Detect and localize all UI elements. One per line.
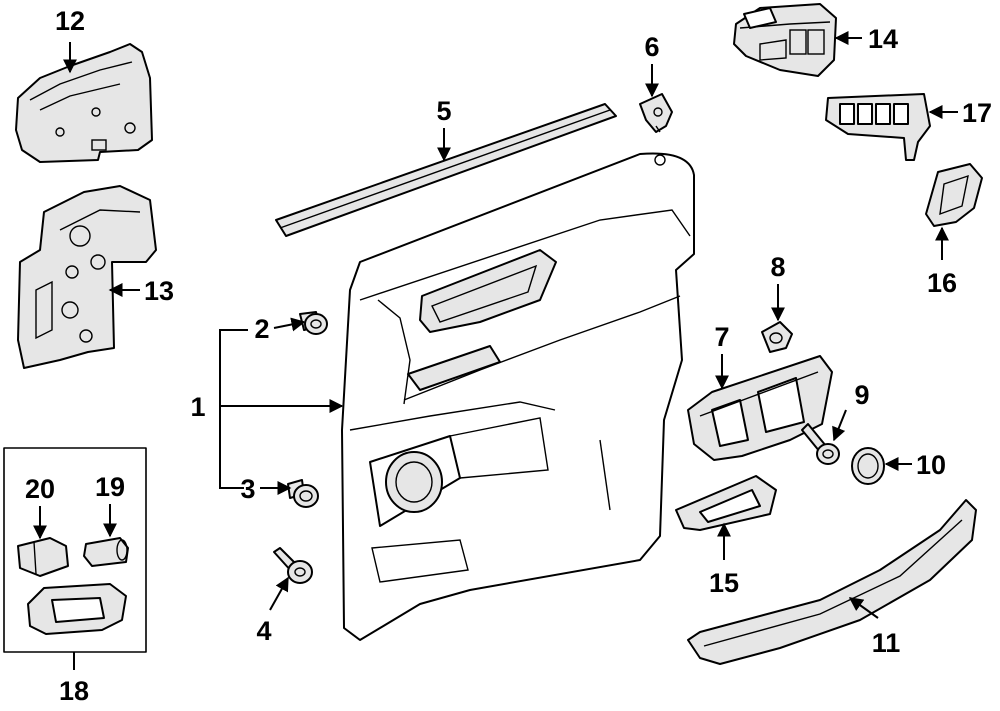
leader-9	[832, 409, 847, 442]
callout-20: 20	[25, 474, 55, 504]
part-8-clip	[761, 321, 793, 353]
callout-7: 7	[714, 322, 729, 352]
callout-1: 1	[190, 392, 205, 422]
callout-17: 17	[962, 98, 992, 128]
leader-lines	[33, 31, 958, 670]
callout-10: 10	[916, 450, 946, 480]
part-12-lock-bracket	[15, 43, 153, 163]
callout-11: 11	[872, 628, 901, 658]
part-20-connector	[17, 537, 69, 577]
leader-11	[848, 597, 879, 619]
part-10-cap	[851, 447, 885, 485]
leader-4	[269, 576, 289, 611]
part-16-cover	[925, 163, 983, 227]
part-18-lamp-housing	[27, 583, 127, 635]
callout-14: 14	[868, 24, 898, 54]
part-13-lock-bracket	[17, 185, 157, 369]
part-17-switch-bezel	[825, 93, 931, 161]
callout-12: 12	[55, 6, 85, 36]
part-5-belt-weatherstrip	[275, 103, 617, 237]
callout-15: 15	[709, 568, 739, 598]
callout-18: 18	[59, 676, 89, 706]
callout-16: 16	[927, 268, 957, 298]
callout-4: 4	[256, 616, 271, 646]
part-7-handle-bezel	[687, 355, 833, 461]
part-9-screw	[801, 423, 840, 465]
part-11-trim-strip	[687, 499, 977, 665]
leader-2	[273, 317, 306, 332]
callout-9: 9	[854, 380, 869, 410]
part-4-screw	[273, 547, 313, 584]
callout-3: 3	[240, 474, 255, 504]
part-3-clip	[287, 479, 319, 508]
callout-5: 5	[436, 96, 451, 126]
part-1-door-trim-panel	[341, 152, 695, 641]
part-19-bulb	[83, 537, 129, 567]
part-14-switch-module	[733, 3, 837, 77]
leader-1-bracket	[219, 329, 248, 489]
part-6-bracket	[639, 93, 673, 133]
callout-19: 19	[95, 472, 125, 502]
part-15-pull-cup	[675, 475, 777, 531]
callout-6: 6	[644, 32, 659, 62]
callout-13: 13	[144, 276, 174, 306]
callout-8: 8	[770, 252, 785, 282]
callout-2: 2	[254, 314, 269, 344]
callout-labels: 12 13 5 6 14 17 16 8 7 9 10 15 11 1 2 3 …	[25, 6, 992, 706]
